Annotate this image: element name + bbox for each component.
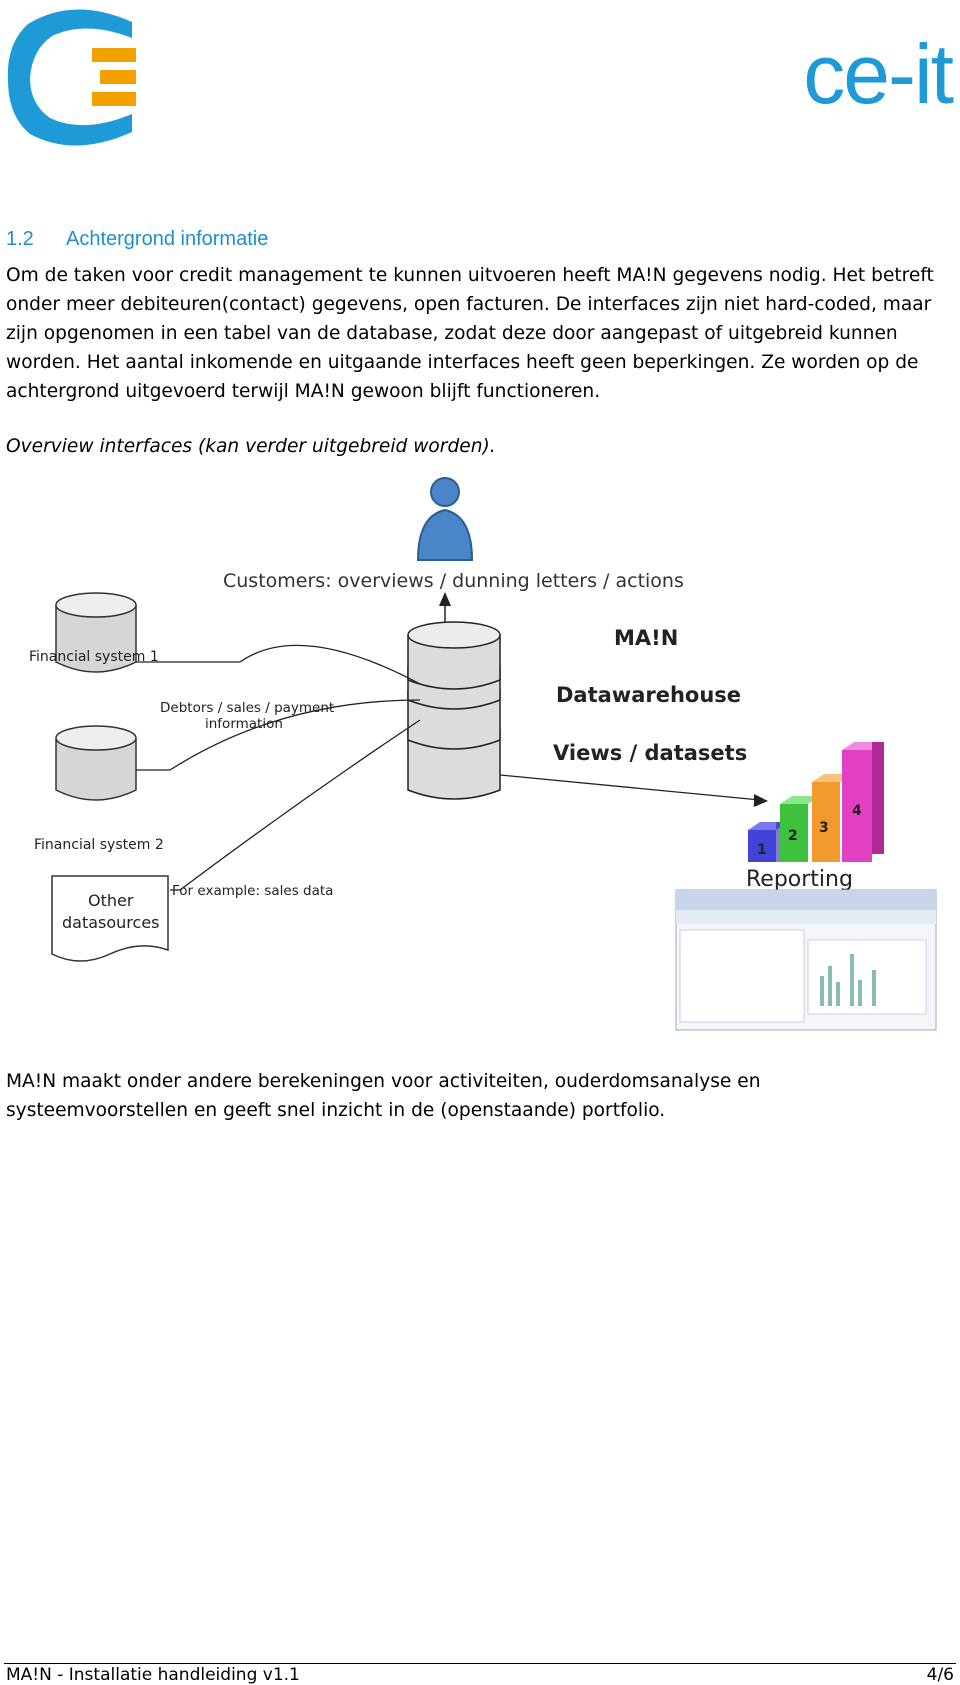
bar-label-4: 4 [852,803,862,819]
debtors-label-line2: information [205,716,283,732]
reporting-bars-graphic [748,742,884,862]
arrow-head-up [439,592,451,606]
section-number: 1.2 [6,228,34,250]
connector-fs1 [136,644,421,685]
financial-system-1-label: Financial system 1 [29,649,159,665]
financial-system-1-database [55,592,137,673]
figure-caption: Overview interfaces (kan verder uitgebre… [6,436,496,457]
views-label: Views / datasets [553,741,747,765]
section-heading: 1.2 Achtergrond informatie [6,228,268,251]
reporting-label: Reporting [746,867,853,892]
footer-divider [4,1663,956,1664]
bar-label-2: 2 [788,828,798,844]
financial-system-2-database [55,725,137,801]
customers-label: Customers: overviews / dunning letters /… [223,570,684,592]
main-database-stack [407,621,501,800]
customer-person-icon [416,477,474,561]
arrow-head-right [754,794,768,807]
closing-paragraph: MA!N maakt onder andere berekeningen voo… [6,1071,761,1121]
connector-reporting [499,774,761,801]
other-datasources-document [51,875,169,962]
financial-system-2-label: Financial system 2 [34,837,164,853]
debtors-label-line1: Debtors / sales / payment [160,700,334,716]
ce-it-logo-text: ce-it [803,27,954,121]
connector-fs2 [136,699,421,771]
other-label-line2: datasources [62,913,160,932]
connector-other [170,719,421,891]
datawarehouse-label: Datawarehouse [556,683,741,707]
interfaces-diagram: Customers: overviews / dunning letters /… [0,470,960,1040]
spreadsheet-thumbnail [675,889,937,1031]
bar-label-1: 1 [757,842,767,858]
intro-paragraph: Om de taken voor credit management te ku… [6,265,934,402]
footer-page-number: 4/6 [926,1665,954,1685]
example-label: For example: sales data [172,883,333,899]
main-label: MA!N [614,626,678,650]
other-label-line1: Other [88,891,134,910]
ce-it-logo-mark [7,9,136,146]
bar-label-3: 3 [819,820,829,836]
section-title: Achtergrond informatie [66,228,269,250]
footer-document-title: MA!N - Installatie handleiding v1.1 [6,1665,300,1685]
